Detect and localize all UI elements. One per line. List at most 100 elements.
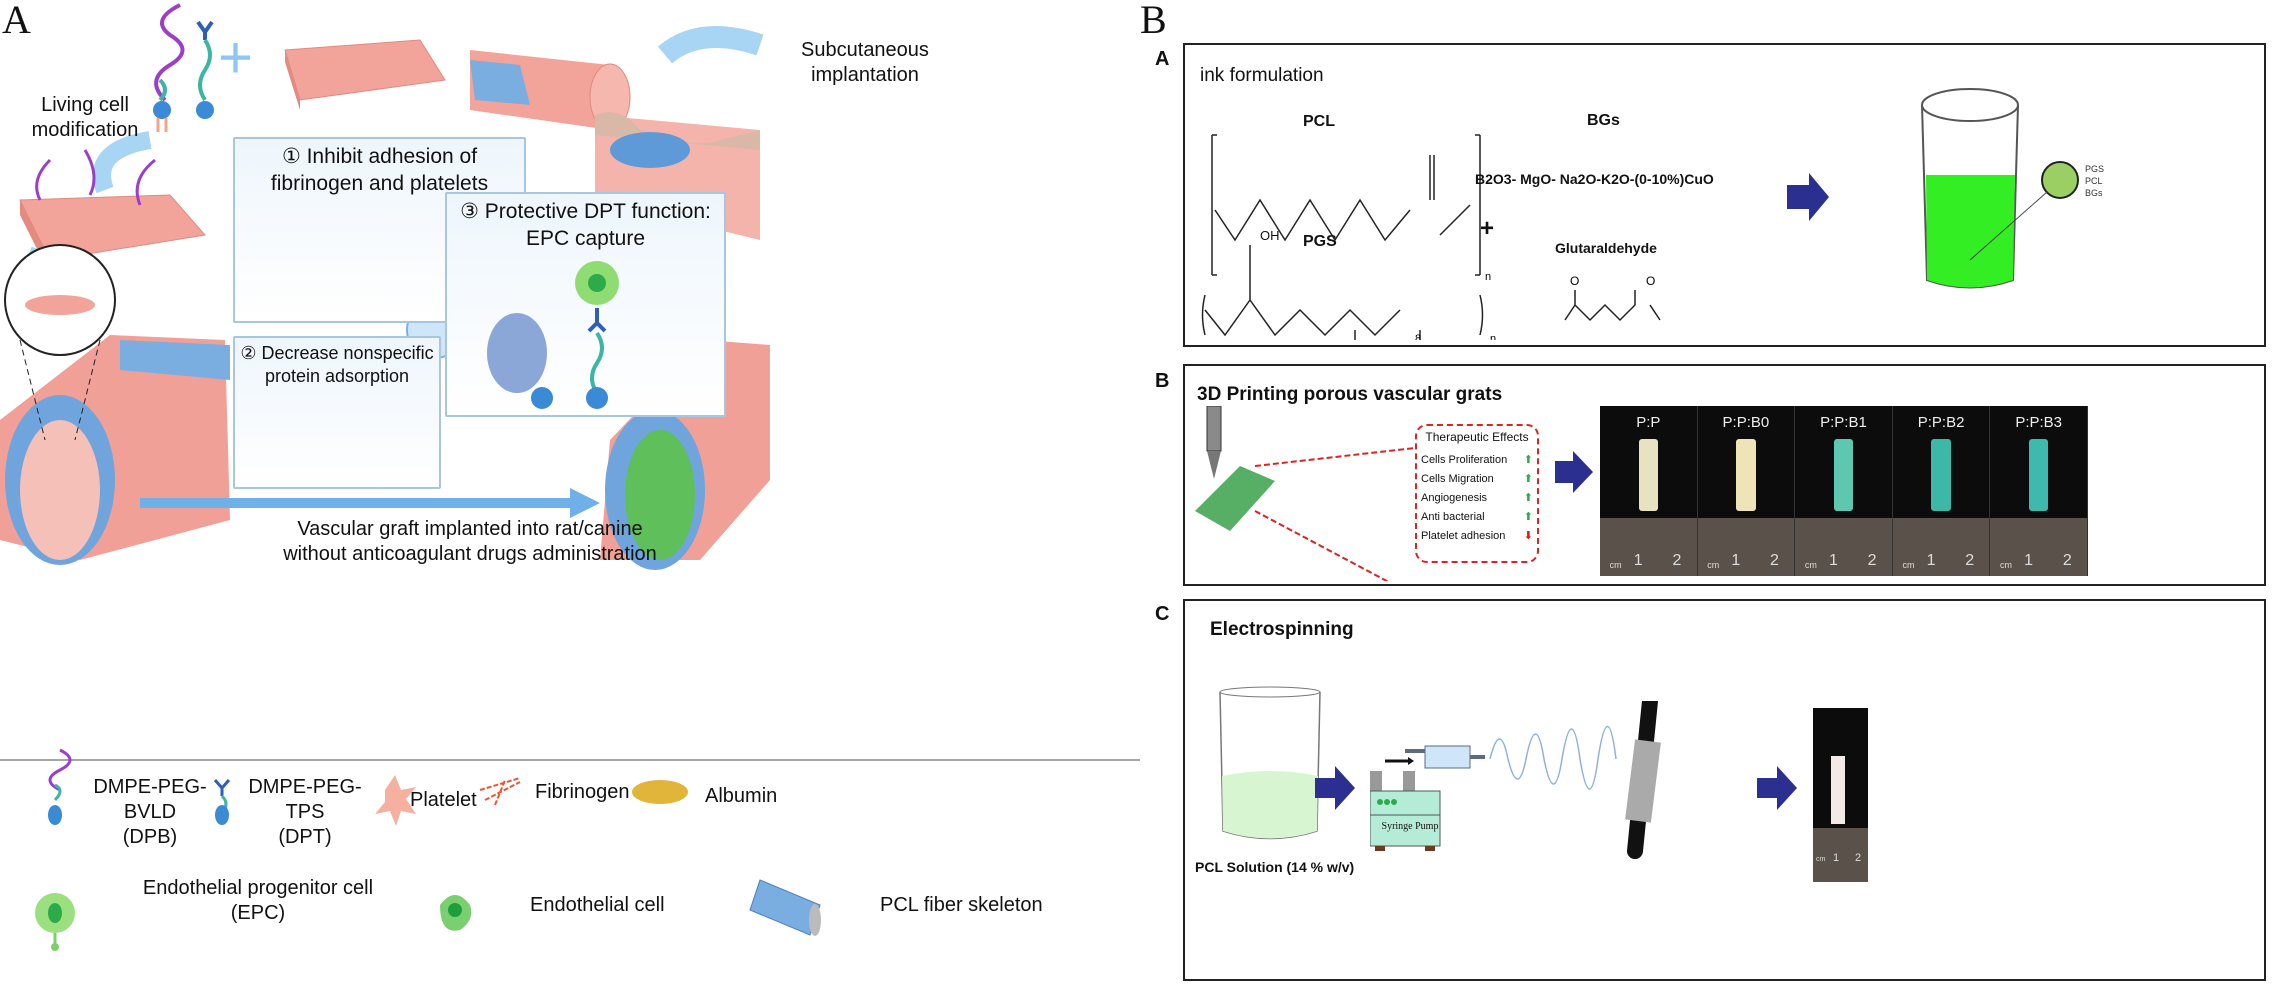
ruler: cm 1 2 <box>1990 518 2087 576</box>
bgs-label: BGs <box>1587 112 1620 129</box>
sample-graft <box>2029 439 2049 511</box>
electrospinning-setup-image <box>1370 701 1661 859</box>
effect-item: Angiogenesis ⬆ <box>1421 489 1537 508</box>
ruler-tick: 1 <box>1926 552 1936 569</box>
legend-dpb-icon <box>48 748 72 825</box>
legend-epc-icon <box>35 893 75 951</box>
subcutaneous-implantation-label: Subcutaneous implantation <box>801 39 929 86</box>
inset-legend-pcl: PCL <box>2085 176 2103 186</box>
ruler-tick: 1 <box>2024 552 2034 569</box>
legend-epc-label: Endothelial progenitor cell (EPC) <box>142 877 374 924</box>
printed-scaffold-image <box>1195 406 1416 581</box>
ruler: cm 1 2 <box>1600 518 1697 576</box>
effect-label: Cells Migration <box>1421 473 1494 485</box>
arrow-right-icon <box>1787 173 1829 221</box>
printing-box: 3D Printing porous vascular grats Therap… <box>1183 364 2266 586</box>
arrow-right-icon <box>1555 451 1593 493</box>
sub-b-letter: B <box>1155 370 1170 392</box>
arrow-right-icon <box>1315 766 1355 810</box>
arrow-up-icon: ⬆ <box>1523 454 1533 466</box>
graft-top-image <box>470 50 631 131</box>
implant-description: Vascular graft implanted into rat/canine… <box>283 518 657 565</box>
ruler: cm 1 2 <box>1795 518 1892 576</box>
dpt-molecule-icon <box>196 20 214 119</box>
epc-capture-illustration <box>487 260 619 409</box>
ruler-tick: 1 <box>1828 552 1838 569</box>
sample-photo: P:P:B3 cm 1 2 <box>1990 406 2088 576</box>
effect-item: Platelet adhesion ⬇ <box>1421 527 1537 546</box>
ruler-unit: cm <box>1609 560 1622 570</box>
legend-pcl-label: PCL fiber skeleton <box>880 894 1043 916</box>
beaker-solution-image <box>1219 686 1321 840</box>
lipid-membrane-top <box>284 39 446 110</box>
effect-item: Cells Proliferation ⬆ <box>1421 451 1537 470</box>
ruler-tick: 1 <box>1731 552 1741 569</box>
beaker-ink-image <box>1921 88 2079 289</box>
ruler-tick: 2 <box>1867 552 1877 569</box>
ruler-unit: cm <box>2000 560 2013 570</box>
legend-fibrinogen-label: Fibrinogen <box>535 781 630 803</box>
bgs-formula: B2O3- MgO- Na2O-K2O-(0-10%)CuO <box>1475 171 1714 187</box>
ruler-unit: cm <box>1707 560 1720 570</box>
effects-list: Cells Proliferation⬆Cells Migration⬆Angi… <box>1417 447 1537 546</box>
ruler-unit: cm <box>1816 856 1826 863</box>
effect-item: Anti bacterial⬆ <box>1421 508 1537 527</box>
ruler-unit: cm <box>1804 560 1817 570</box>
dpb-molecule-icon <box>153 3 185 132</box>
inset-legend: PGS PCL BGs <box>2085 163 2104 199</box>
svg-text:8: 8 <box>1415 333 1421 340</box>
inset-legend-pgs: PGS <box>2085 164 2105 174</box>
sample-graft <box>1638 439 1658 511</box>
legend-platelet-icon <box>375 775 416 826</box>
ruler-tick: 2 <box>1672 552 1682 569</box>
arrow-down-icon: ⬇ <box>1523 530 1533 542</box>
ruler-tick: 2 <box>2062 552 2072 569</box>
sub-a-letter: A <box>1155 48 1170 70</box>
effect-label: Platelet adhesion <box>1421 530 1506 542</box>
sub-c-letter: C <box>1155 603 1170 625</box>
legend-pcl-skeleton-icon <box>749 879 821 936</box>
sample-graft <box>1833 439 1854 511</box>
ruler-tick-1: 1 <box>1833 852 1840 864</box>
effect-label: Cells Proliferation <box>1421 454 1508 466</box>
effect-label: Angiogenesis <box>1421 492 1488 504</box>
box-protective-dpt-title: ③ Protective DPT function: EPC capture <box>460 200 711 251</box>
implant-arrow-icon <box>140 488 600 518</box>
box-decrease-adsorption-title: ② Decrease nonspecific protein adsorptio… <box>240 343 434 387</box>
ink-formulation-title: ink formulation <box>1200 65 1324 86</box>
legend-endothelial-label: Endothelial cell <box>530 894 665 916</box>
ruler-tick-2: 2 <box>1855 852 1862 864</box>
legend-dpb-label: DMPE-PEG-BVLD (DPB) <box>93 776 207 848</box>
svg-text:O: O <box>1570 274 1579 288</box>
svg-text:O: O <box>1646 274 1655 288</box>
electrospinning-title: Electrospinning <box>1210 619 1354 640</box>
effect-item: Cells Migration ⬆ <box>1421 470 1537 489</box>
sample-label: P:P:B0 <box>1722 414 1770 431</box>
electrospun-graft <box>1831 756 1845 824</box>
glutaraldehyde-label: Glutaraldehyde <box>1555 240 1657 256</box>
effect-label: Anti bacterial <box>1421 511 1485 523</box>
legend-albumin-label: Albumin <box>705 785 778 807</box>
pcl-pgs-structures: nn8 <box>1201 134 1496 340</box>
arrow-up-icon: ⬆ <box>1523 473 1533 485</box>
arrow-right-icon <box>1757 766 1797 810</box>
pcl-label: PCL <box>1303 113 1335 130</box>
vascular-graft-left <box>0 244 230 565</box>
curved-arrow-icon <box>93 131 152 194</box>
arrow-up-icon: ⬆ <box>1523 492 1533 504</box>
sample-label: P:P:B3 <box>2015 414 2063 431</box>
svg-text:n: n <box>1490 333 1496 340</box>
legend-endothelial-icon <box>440 895 472 931</box>
electrospinning-box: Electrospinning PCL Solution (14 % w/v) … <box>1183 599 2266 981</box>
box-protective-dpt: ③ Protective DPT function: EPC capture <box>445 192 726 417</box>
ruler-tick: 1 <box>1633 552 1643 569</box>
curved-arrow-icon <box>657 26 764 64</box>
sample-graft <box>1736 439 1756 511</box>
panel-a-letter: A <box>2 0 31 42</box>
